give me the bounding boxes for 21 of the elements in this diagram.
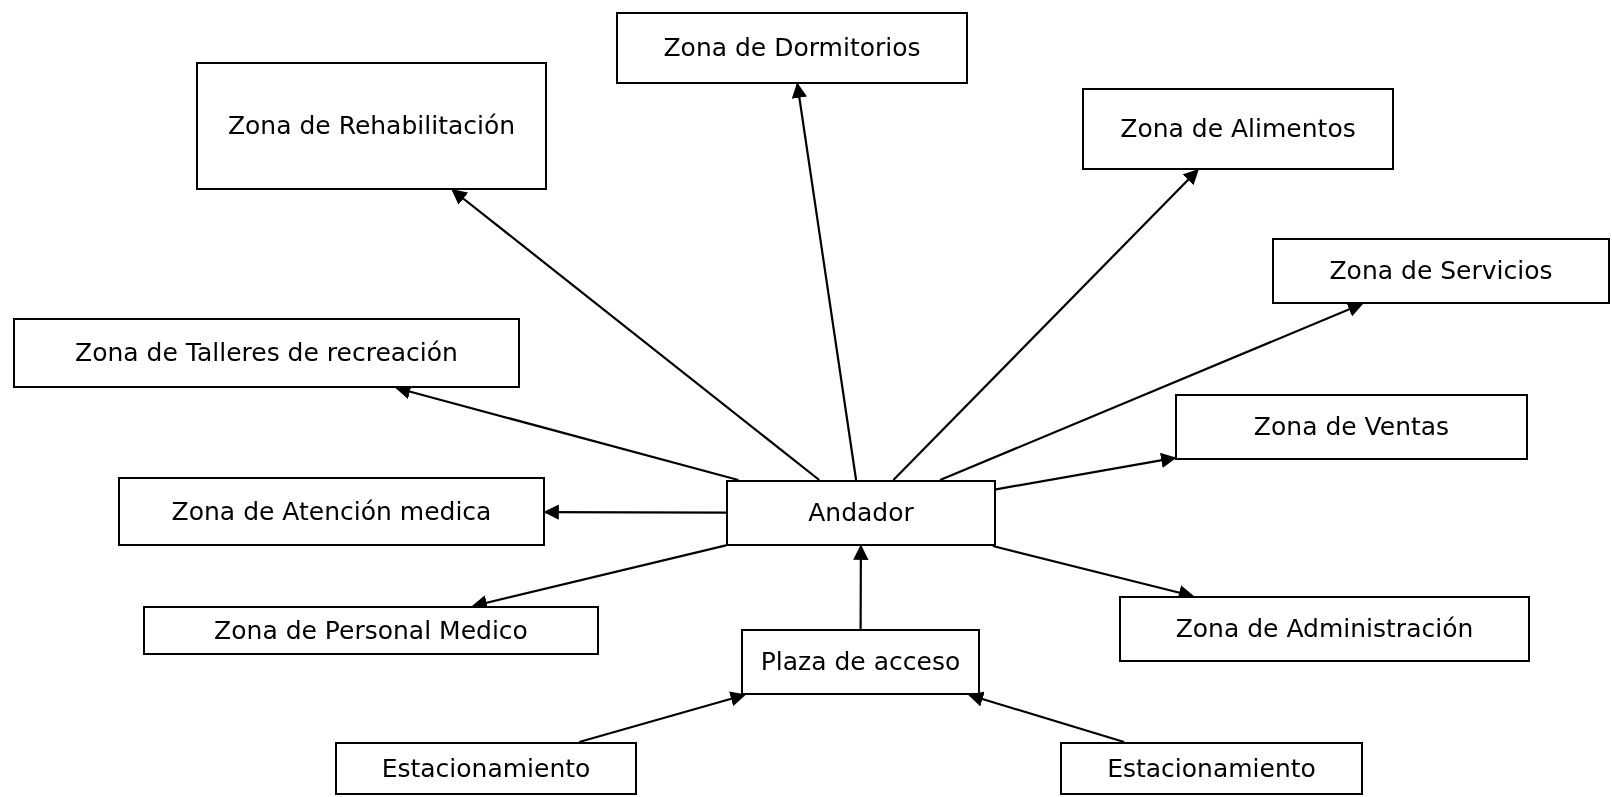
arrow [853, 544, 869, 629]
arrow [578, 691, 746, 744]
zone-box: Zona de Administración [1119, 596, 1530, 662]
zone-box: Zona de Personal Medico [143, 606, 599, 655]
zone-box: Zona de Dormitorios [616, 12, 968, 84]
zone-box: Zona de Ventas [1175, 394, 1528, 460]
zone-box: Estacionamiento [335, 742, 637, 795]
zone-box: Zona de Servicios [1272, 238, 1610, 304]
zone-box: Plaza de acceso [741, 629, 980, 695]
zone-box: Zona de Alimentos [1082, 88, 1394, 170]
zone-box: Zona de Atención medica [118, 477, 545, 546]
arrow [892, 168, 1199, 481]
arrow [939, 302, 1364, 481]
arrow [451, 189, 820, 481]
zone-box: Zona de Rehabilitación [196, 62, 547, 190]
zone-box: Andador [726, 480, 996, 546]
zone-box: Zona de Talleres de recreación [13, 318, 520, 388]
arrow [995, 452, 1177, 491]
arrow [791, 82, 858, 481]
zone-box: Estacionamiento [1060, 742, 1363, 795]
arrow [967, 691, 1125, 744]
